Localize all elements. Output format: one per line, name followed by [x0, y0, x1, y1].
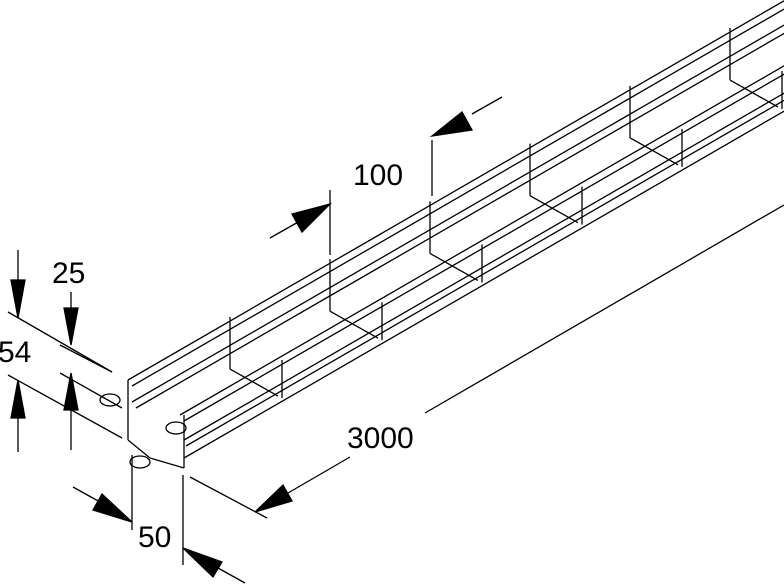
arrow-100-left — [291, 202, 333, 234]
arrow-50-left — [92, 492, 133, 523]
front-top-wire-inner — [183, 73, 784, 422]
mesh-bottom-wire — [529, 195, 579, 224]
front-mid-wire — [183, 92, 784, 441]
connector-clip — [99, 393, 121, 407]
arrow-54-top — [10, 279, 26, 319]
front-bottom-wire — [183, 110, 784, 459]
dim-label-25: 25 — [52, 257, 85, 290]
end-wire-bottom — [127, 439, 151, 459]
ext-line-54-top — [7, 311, 113, 373]
dim-label-3000: 3000 — [347, 422, 414, 455]
back-mid-wire-inner — [135, 32, 784, 409]
back-top-wire — [127, 0, 784, 381]
mesh-bottom-wire — [429, 252, 479, 282]
mesh-bottom-wire — [729, 79, 779, 108]
ext-line-54-bottom — [7, 374, 123, 439]
dim-label-54: 54 — [0, 336, 31, 369]
ext-line-25-lower — [59, 372, 123, 409]
dim-line-50-left — [72, 486, 101, 503]
dim-line-100-left — [269, 220, 301, 239]
mesh-bottom-wire — [629, 137, 679, 166]
ext-line-3000 — [189, 476, 268, 519]
dim-label-100: 100 — [353, 159, 403, 192]
arrow-100-right — [429, 111, 474, 138]
arrow-25-top — [63, 307, 79, 346]
back-top-wire-inner — [131, 8, 784, 387]
connector-clip — [129, 455, 151, 469]
connector-clip — [165, 421, 187, 435]
arrow-3000 — [254, 483, 293, 513]
back-mid-wire — [131, 24, 784, 403]
mesh-bottom-wire — [329, 310, 379, 339]
dim-line-50-right — [217, 567, 246, 584]
mesh-bottom-wire — [229, 368, 279, 397]
dim-line-3000-b — [424, 204, 784, 414]
dimension-lines — [7, 96, 784, 584]
front-top-wire — [179, 65, 784, 416]
front-mid-wire-inner — [185, 99, 784, 447]
dim-label-50: 50 — [138, 521, 171, 554]
arrow-50-right — [182, 547, 223, 579]
dim-line-100-right — [471, 96, 503, 115]
dim-line-3000-a — [287, 456, 351, 494]
cable-tray-mesh — [99, 0, 784, 469]
end-wire-bottom2 — [149, 457, 185, 469]
arrow-54-bottom — [10, 379, 26, 419]
